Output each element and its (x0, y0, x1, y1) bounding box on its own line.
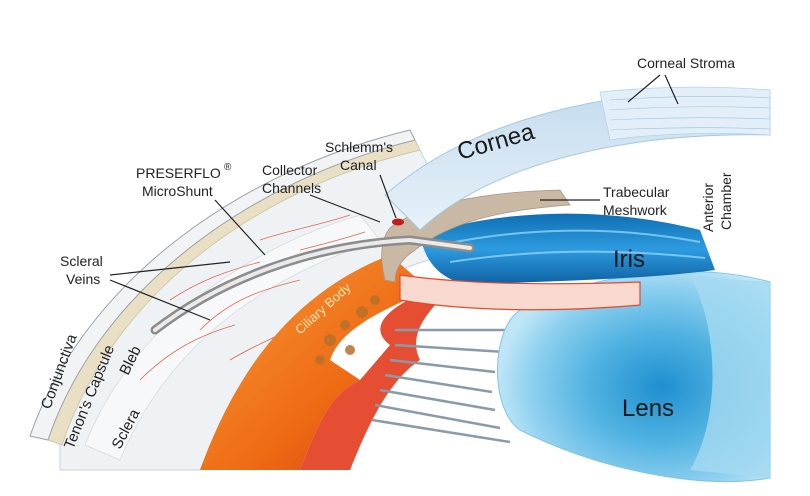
corneal-stroma-lines (609, 95, 771, 131)
label-lens: Lens (622, 395, 674, 422)
label-anterior: Anterior (700, 183, 716, 232)
label-schlemms-canal-1: Schlemm's (325, 139, 393, 155)
zonule-fibers (371, 328, 520, 444)
label-collector-1: Collector (262, 162, 318, 178)
microshunt-tube-highlight (153, 237, 472, 332)
label-corneal-stroma: Corneal Stroma (637, 55, 735, 71)
ciliary-body-region (200, 255, 430, 470)
label-scleral-1: Scleral (60, 253, 103, 269)
label-scleral-2: Veins (66, 271, 100, 287)
conjunctiva-band (29, 129, 416, 441)
scleral-veins (139, 214, 366, 381)
iris-region (420, 213, 715, 285)
label-iris: Iris (613, 246, 645, 273)
ciliary-processes (315, 295, 380, 365)
lens-side-face (690, 276, 770, 478)
schlemms-canal-marker (392, 218, 404, 226)
label-trabecular-1: Trabecular (603, 184, 670, 200)
leader-lines (109, 74, 679, 321)
iris-stripes (439, 229, 706, 263)
iris-pigment-layer (399, 274, 641, 311)
label-collector-2: Channels (262, 180, 321, 196)
label-chamber: Chamber (718, 172, 734, 230)
label-trabecular-2: Meshwork (603, 202, 668, 218)
label-preserflo-1: PRESERFLO (136, 165, 221, 181)
label-preserflo-2: MicroShunt (142, 183, 213, 199)
label-preserflo-reg: ® (224, 162, 232, 173)
ciliary-body-red-edge (300, 290, 440, 470)
corneal-stroma-region (599, 86, 771, 141)
label-schlemms-canal-2: Canal (340, 157, 377, 173)
